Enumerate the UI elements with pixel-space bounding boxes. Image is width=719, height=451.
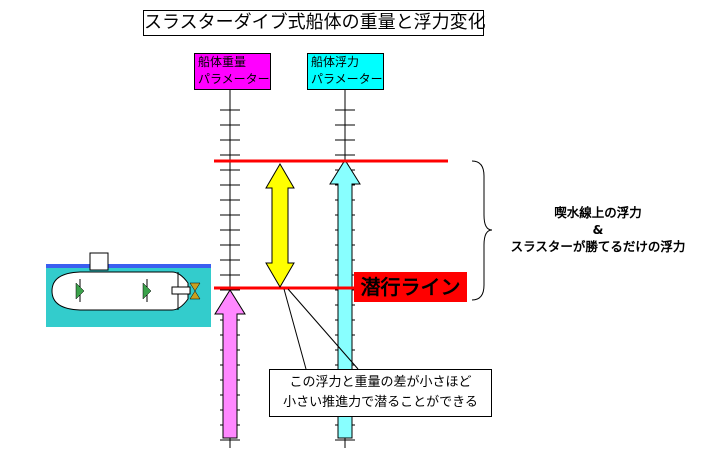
submarine-illustration	[51, 252, 201, 311]
dive-line-label: 潜行ライン	[354, 272, 467, 302]
note-callout-box: この浮力と重量の差が小さほど 小さい推進力で潜ることができる	[269, 369, 492, 417]
callout-line-2	[287, 288, 359, 370]
hull-buoyancy-parameter-label: 船体浮力 パラメーター	[307, 53, 384, 90]
hull-buoyancy-parameter-text: パラメーター	[311, 72, 383, 86]
buoyancy-difference-double-arrow	[265, 163, 295, 288]
hull-weight-label: 船体重量	[198, 55, 247, 69]
annotation-line-1: 喫水線上の浮力	[554, 205, 642, 220]
hull-weight-parameter-text: パラメーター	[198, 72, 270, 86]
hull-buoyancy-label: 船体浮力	[311, 55, 360, 69]
waterline-buoyancy-annotation: 喫水線上の浮力 & スラスターが勝てるだけの浮力	[483, 204, 713, 255]
annotation-line-3: スラスターが勝てるだけの浮力	[510, 239, 686, 254]
annotation-line-2: &	[592, 222, 604, 237]
diagram-title: スラスターダイブ式船体の重量と浮力変化	[143, 10, 486, 36]
note-line-2: 小さい推進力で潜ることができる	[283, 395, 478, 410]
hull-weight-parameter-label: 船体重量 パラメーター	[194, 53, 271, 90]
weight-arrow	[214, 289, 246, 439]
right-brace	[471, 160, 493, 301]
sea-surface-line	[46, 264, 211, 268]
note-line-1: この浮力と重量の差が小さほど	[289, 375, 472, 390]
callout-line-1	[283, 288, 307, 370]
